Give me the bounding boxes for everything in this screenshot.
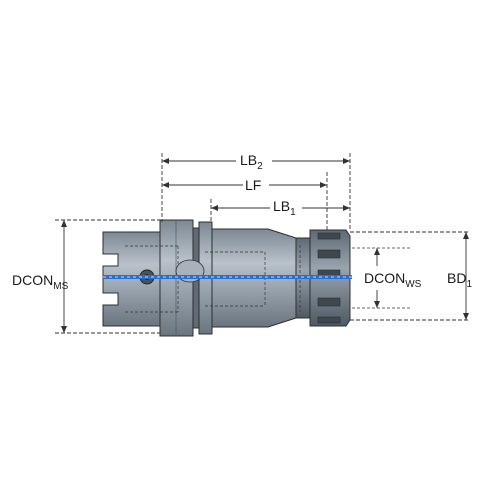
- dcon-ms-label: DCONMS: [12, 272, 69, 292]
- dcon-ws-label: DCONWS: [364, 270, 422, 290]
- bd1-label: BD1: [447, 270, 472, 290]
- lb2-label: LB2: [240, 152, 263, 172]
- lf-label: LF: [245, 177, 261, 193]
- nut-flutes: [317, 232, 341, 324]
- lb1-label: LB1: [273, 198, 296, 218]
